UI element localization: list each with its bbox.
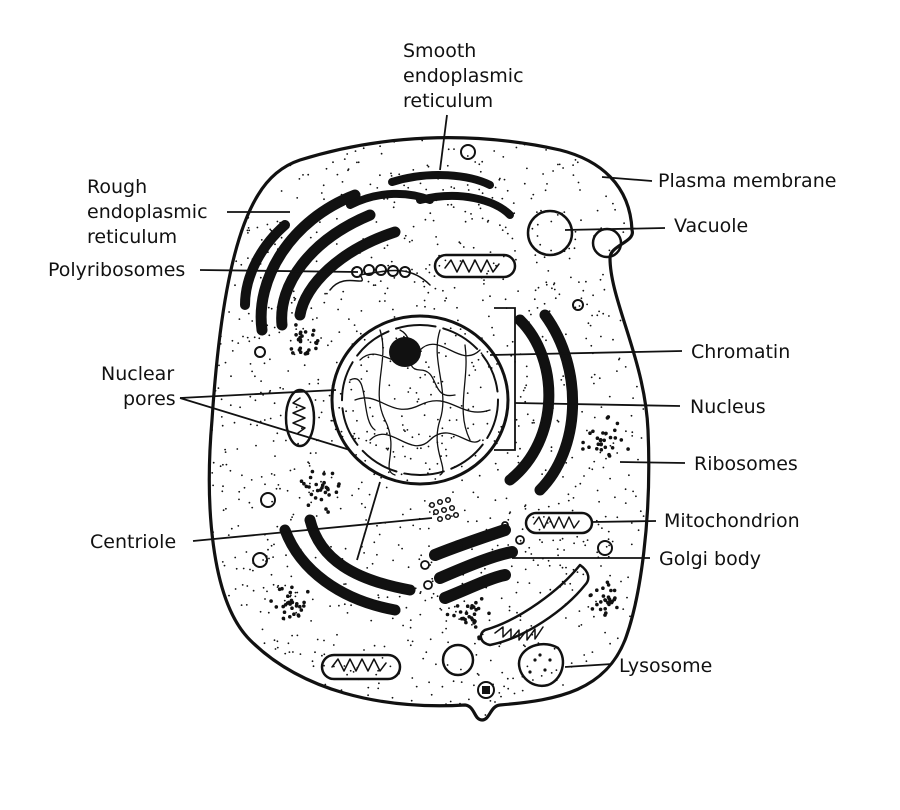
label-smooth-er-1: Smooth	[403, 40, 476, 62]
plasma-membrane-outline	[207, 136, 651, 722]
golgi-body-shape	[420, 521, 525, 604]
rough-er-right-shape	[504, 309, 579, 496]
label-rough-er-1: Rough	[87, 176, 147, 198]
label-rough-er-2: endoplasmic	[87, 201, 208, 223]
label-rough-er-3: reticulum	[87, 226, 177, 248]
leader-polyribosomes	[199, 269, 359, 273]
label-vacuole: Vacuole	[674, 215, 748, 237]
label-plasma-membrane: Plasma membrane	[658, 170, 836, 192]
mitochondrion-shape-2	[524, 511, 594, 535]
leader-nucleus-bracket	[494, 307, 516, 451]
nucleolus	[389, 337, 421, 367]
mitochondrion-shape-5	[479, 563, 590, 647]
label-nucleus: Nucleus	[690, 396, 766, 418]
label-smooth-er-2: endoplasmic	[403, 65, 524, 87]
label-centriole: Centriole	[90, 531, 176, 553]
label-lysosome: Lysosome	[619, 655, 712, 677]
ribosome-dots	[269, 323, 630, 641]
rough-er-lower-shape	[279, 514, 416, 616]
leader-spindle	[356, 481, 381, 561]
mitochondrion-shape	[433, 253, 517, 279]
label-golgi-body: Golgi body	[659, 548, 761, 570]
small-granules	[252, 299, 613, 699]
centriole-shape	[428, 496, 460, 523]
leader-chromatin	[489, 350, 683, 356]
vacuole-small	[441, 643, 475, 677]
label-chromatin: Chromatin	[691, 341, 790, 363]
label-smooth-er-3: reticulum	[403, 90, 493, 112]
label-mitochondrion: Mitochondrion	[664, 510, 800, 532]
polyribosomes-shape	[329, 264, 431, 291]
mitochondrion-shape-3	[284, 388, 316, 448]
leader-lysosome	[564, 663, 613, 668]
leader-nuclear-pores-2	[179, 397, 351, 451]
leader-mitochondrion	[591, 520, 657, 523]
vesicle	[460, 144, 476, 160]
leader-nucleus	[514, 402, 681, 407]
leader-smooth-er	[439, 114, 448, 171]
leader-ribosomes	[619, 461, 686, 464]
label-ribosomes: Ribosomes	[694, 453, 798, 475]
label-polyribosomes: Polyribosomes	[48, 259, 185, 281]
vacuole-shape	[526, 209, 574, 257]
vacuole-bud	[591, 227, 623, 259]
leader-plasma-membrane	[601, 176, 653, 182]
label-nuclear-pores-2: pores	[123, 388, 176, 410]
mitochondrion-shape-4	[320, 653, 402, 681]
smooth-er-shape	[346, 171, 514, 219]
leader-nuclear-pores-1	[179, 389, 337, 399]
nucleus-shape	[330, 314, 510, 486]
leader-vacuole	[564, 227, 666, 231]
lysosome-shape	[517, 642, 565, 688]
leader-centriole	[192, 517, 433, 542]
rough-er-shape	[240, 189, 401, 336]
label-nuclear-pores-1: Nuclear	[101, 363, 174, 385]
